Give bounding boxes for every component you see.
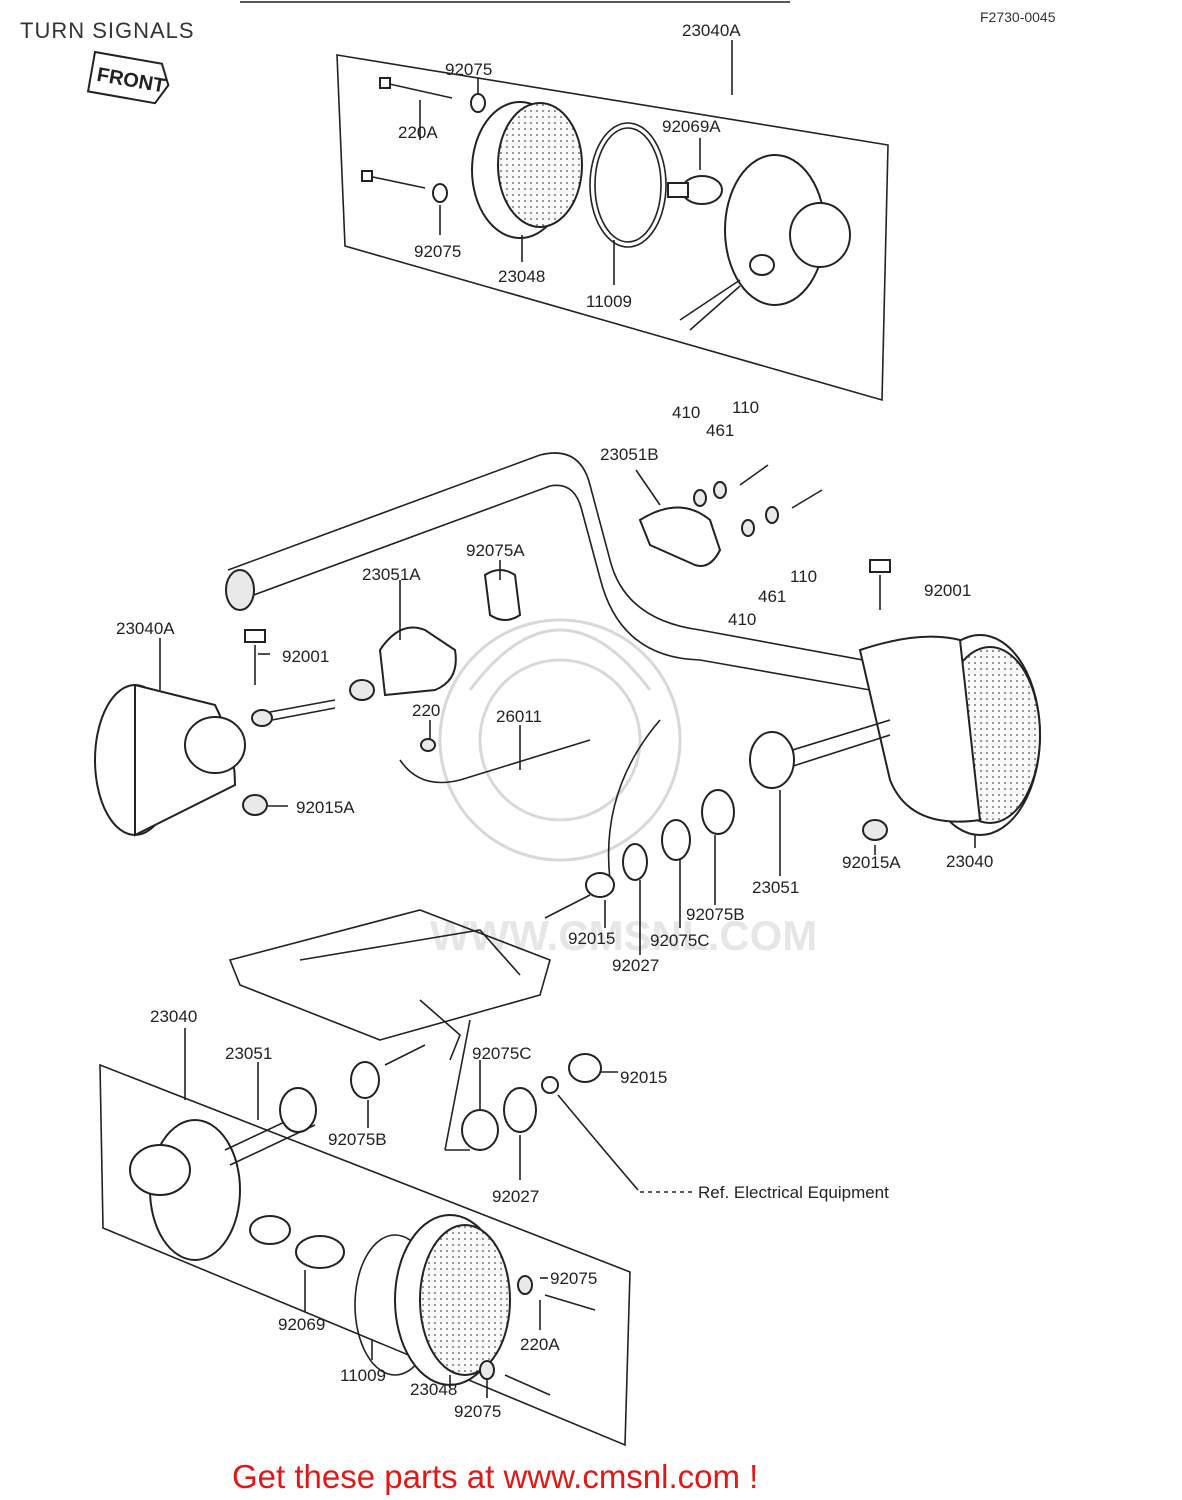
page-title: TURN SIGNALS <box>20 18 195 43</box>
lower-assembly <box>129 1044 639 1396</box>
part-label: 461 <box>758 587 786 606</box>
part-label: 92075A <box>466 541 525 560</box>
part-label: 23051B <box>600 445 659 464</box>
part-label: 23040A <box>116 619 175 638</box>
part-label: 11009 <box>586 292 632 311</box>
front-badge: FRONT <box>86 50 170 105</box>
part-label: 23051 <box>752 878 799 897</box>
part-label: 11009 <box>340 1366 386 1385</box>
handlebar <box>225 452 891 691</box>
part-label: 23051 <box>225 1044 272 1063</box>
part-label: 410 <box>728 610 756 629</box>
promo-link[interactable]: Get these parts at www.cmsnl.com ! <box>232 1458 758 1495</box>
part-label: 23040 <box>946 852 993 871</box>
part-label: 110 <box>790 567 817 586</box>
part-label: 23040 <box>150 1007 197 1026</box>
part-label: 220A <box>398 123 438 142</box>
part-label: 92001 <box>924 581 971 600</box>
clamp-23051b <box>638 464 823 567</box>
part-label: 92075 <box>414 242 461 261</box>
part-label: 92027 <box>492 1187 539 1206</box>
part-label: 92075 <box>445 60 492 79</box>
frame-sketch <box>228 909 551 1061</box>
part-label: 110 <box>732 398 759 417</box>
watermark-logo: WWW.CMSNL.COM <box>430 618 817 959</box>
part-label: 26011 <box>496 707 542 726</box>
part-label: 92075 <box>550 1269 597 1288</box>
part-label: 92069A <box>662 117 721 136</box>
part-label: 92015 <box>620 1068 667 1087</box>
upper-assembly-frame <box>336 54 889 402</box>
part-label: 92015 <box>568 929 615 948</box>
part-label: 92075 <box>454 1402 501 1421</box>
part-label: 23048 <box>498 267 545 286</box>
part-label: 92027 <box>612 956 659 975</box>
part-label: 92075C <box>650 931 710 950</box>
part-label: 92015A <box>842 853 901 872</box>
part-label: 92075B <box>686 905 745 924</box>
figure-code: F2730-0045 <box>980 9 1056 25</box>
part-label: 461 <box>706 421 734 440</box>
right-signal <box>544 559 1041 919</box>
part-label: 92075C <box>472 1044 532 1063</box>
part-label: 92015A <box>296 798 355 817</box>
part-labels: 23040A 92075 220A 92069A 92075 23048 110… <box>116 21 993 1421</box>
part-label: 220A <box>520 1335 560 1354</box>
upper-assembly <box>361 77 851 331</box>
part-label: 23048 <box>410 1380 457 1399</box>
part-label: 23051A <box>362 565 421 584</box>
lower-assembly-frame <box>99 1063 631 1447</box>
part-label: 220 <box>412 701 440 720</box>
part-label: 92001 <box>282 647 329 666</box>
clamp-23051a <box>349 569 522 701</box>
leader-lines <box>159 40 976 1398</box>
part-label: 23040A <box>682 21 741 40</box>
watermark-text: WWW.CMSNL.COM <box>430 912 817 959</box>
part-label: 410 <box>672 403 700 422</box>
part-label: 92069 <box>278 1315 325 1334</box>
left-signal <box>94 629 336 837</box>
part-label: 92075B <box>328 1130 387 1149</box>
reference-note: Ref. Electrical Equipment <box>698 1183 889 1202</box>
wire-26011 <box>399 719 661 881</box>
